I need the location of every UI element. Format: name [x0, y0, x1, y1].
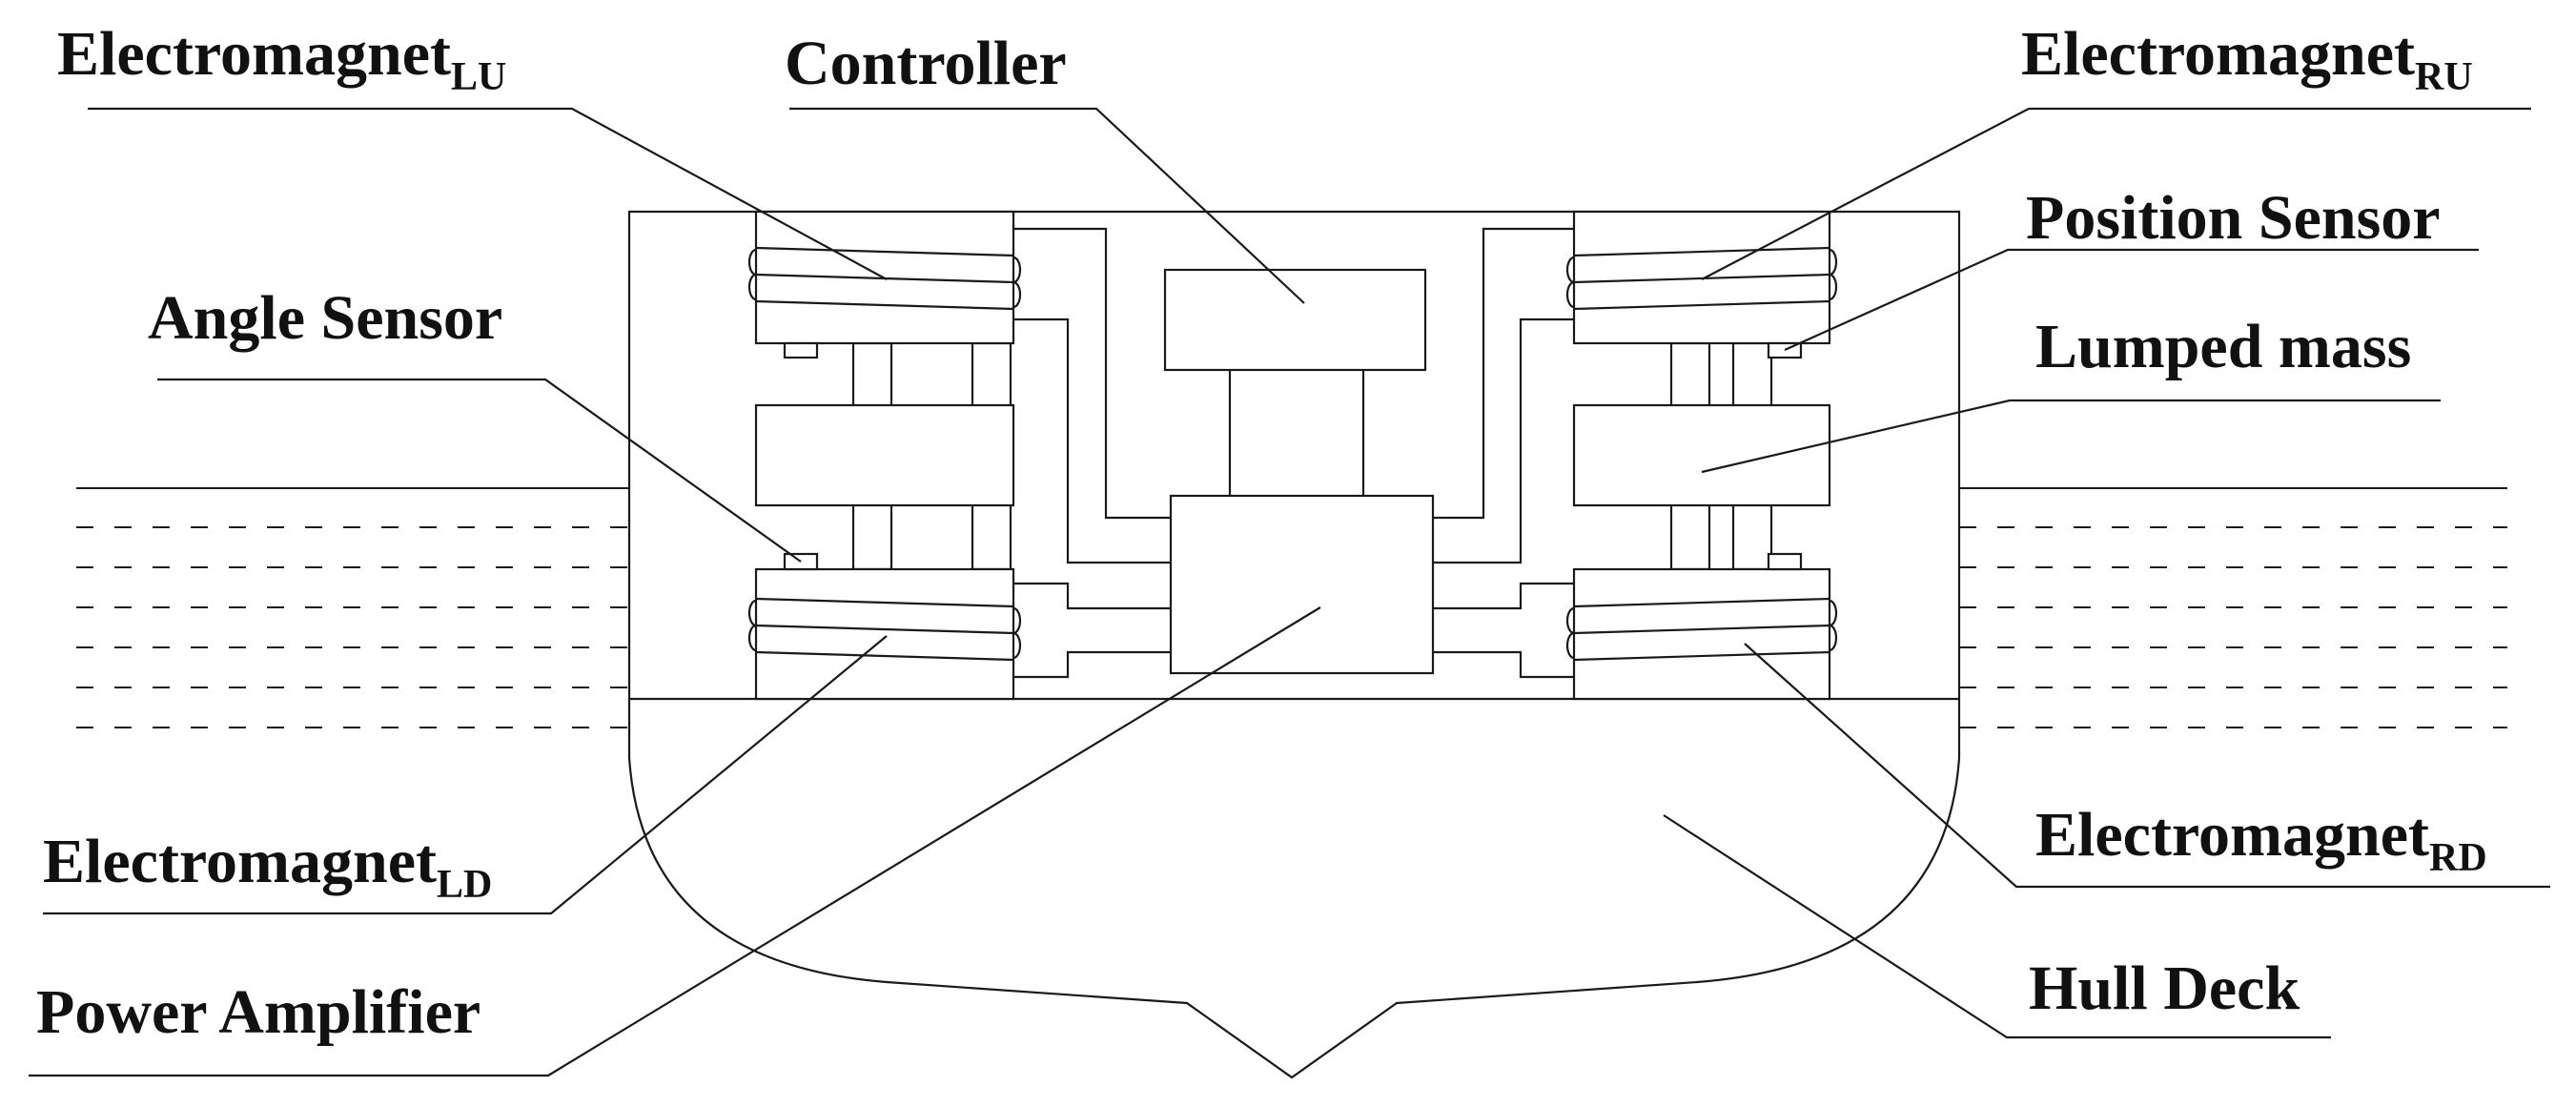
water-dashes-right: [1959, 526, 2507, 728]
label-controller: Controller: [785, 29, 1067, 98]
wire-lu-inner: [1013, 318, 1171, 564]
control-unit: [1163, 268, 1435, 675]
label-em-rd: ElectromagnetRD: [2035, 800, 2487, 880]
coil-ld: [747, 597, 1022, 662]
water-dashes-left: [76, 526, 629, 728]
leader-angle-sensor: [157, 378, 802, 563]
coil-rd: [1565, 597, 1838, 662]
label-hull-deck: Hull Deck: [2029, 953, 2300, 1023]
wires: [1013, 227, 1574, 679]
wire-ld-lower: [1013, 650, 1171, 679]
electromagnet-ld: [754, 567, 1015, 701]
leader-em-rd: [1744, 643, 2550, 889]
leader-controller: [789, 107, 1305, 304]
label-em-ld: ElectromagnetLD: [43, 827, 492, 907]
leader-em-ld: [43, 635, 888, 915]
leaders: [29, 107, 2550, 1077]
leader-position-sensor: [1784, 248, 2479, 352]
wire-rd-upper: [1433, 582, 1574, 610]
left-assembly: [747, 210, 1022, 701]
water: [76, 487, 2507, 728]
lumped-mass-left: [754, 403, 1015, 507]
leader-em-lu: [88, 107, 888, 280]
electromagnet-rd: [1572, 567, 1831, 701]
leader-em-ru: [1701, 107, 2531, 280]
leader-hull-deck: [1663, 814, 2331, 1039]
right-assembly: [1565, 210, 1838, 701]
wire-ld-upper: [1013, 582, 1171, 610]
controller-box: [1163, 268, 1427, 372]
label-power-amplifier: Power Amplifier: [36, 977, 480, 1047]
label-angle-sensor: Angle Sensor: [148, 283, 502, 353]
label-em-ru: ElectromagnetRU: [2021, 19, 2473, 99]
leader-lumped-mass: [1701, 399, 2441, 474]
leader-power-amplifier: [29, 606, 1321, 1077]
position-sensor-right-bottom: [1767, 552, 1803, 571]
position-sensor-left-top: [783, 341, 819, 359]
power-amplifier-box: [1169, 494, 1435, 675]
label-position-sensor: Position Sensor: [2026, 183, 2441, 253]
wire-rd-lower: [1433, 650, 1574, 679]
wire-lu-outer: [1013, 227, 1171, 520]
label-em-lu: ElectromagnetLU: [57, 19, 506, 99]
label-lumped-mass: Lumped mass: [2035, 312, 2411, 381]
lumped-mass-right: [1572, 403, 1831, 507]
wire-ru-outer: [1433, 227, 1574, 520]
labels: ElectromagnetLU Controller Electromagnet…: [36, 19, 2487, 1047]
wire-ru-inner: [1433, 318, 1574, 564]
